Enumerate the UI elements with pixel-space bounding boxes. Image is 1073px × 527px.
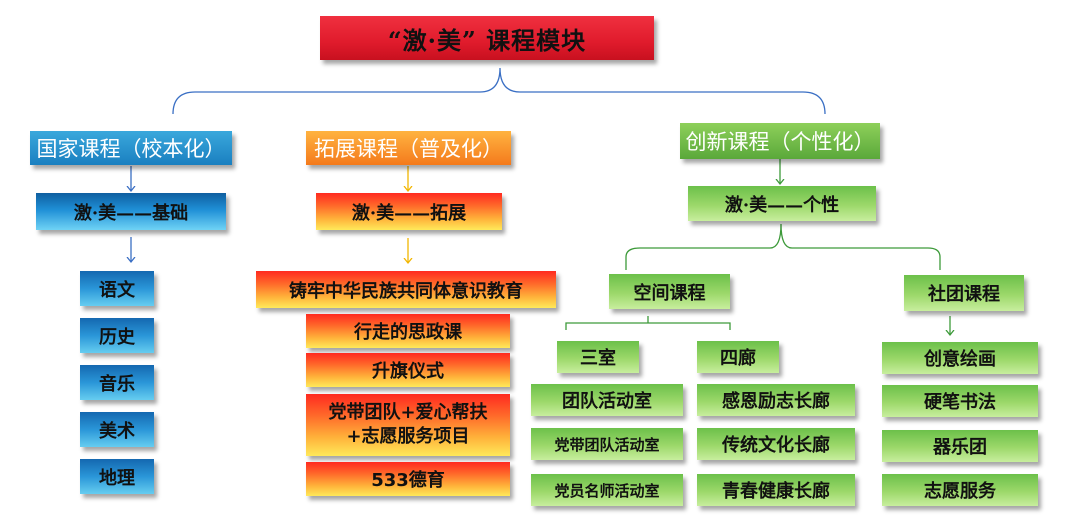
club-item: 硬笔书法 <box>882 385 1038 417</box>
national-item: 美术 <box>80 412 154 447</box>
innovation-sub-title: 激·美——个性 <box>688 186 876 221</box>
national-course-title: 国家课程（校本化） <box>30 131 232 165</box>
club-item: 器乐团 <box>882 430 1038 462</box>
club-item: 志愿服务 <box>882 474 1038 506</box>
room-item: 党员名师活动室 <box>531 474 683 506</box>
rooms-title: 三室 <box>557 341 639 373</box>
corridors-title: 四廊 <box>697 341 779 373</box>
extension-item: 党带团队+爱心帮扶+志愿服务项目 <box>306 394 510 456</box>
club-course-title: 社团课程 <box>904 275 1024 311</box>
extension-course-title: 拓展课程（普及化） <box>306 131 511 165</box>
innovation-course-title: 创新课程（个性化） <box>680 123 880 159</box>
club-item: 创意绘画 <box>882 342 1038 374</box>
corridor-item: 青春健康长廊 <box>697 474 855 506</box>
space-course-title: 空间课程 <box>609 274 730 309</box>
root-brace <box>172 67 826 115</box>
innovation-brace <box>625 223 941 270</box>
extension-item: 铸牢中华民族共同体意识教育 <box>256 271 556 308</box>
corridor-item: 感恩励志长廊 <box>697 384 855 416</box>
corridor-item: 传统文化长廊 <box>697 428 855 460</box>
national-item: 音乐 <box>80 365 154 400</box>
national-item: 地理 <box>80 459 154 494</box>
extension-item: 行走的思政课 <box>306 314 510 348</box>
space-bracket <box>565 316 731 330</box>
extension-item: 升旗仪式 <box>306 353 510 387</box>
room-item: 党带团队活动室 <box>531 428 683 460</box>
national-item: 历史 <box>80 318 154 353</box>
room-item: 团队活动室 <box>531 384 683 416</box>
extension-sub-title: 激·美——拓展 <box>316 193 502 230</box>
national-item: 语文 <box>80 271 154 306</box>
root-title: “激·美” 课程模块 <box>320 16 654 60</box>
extension-item: 533德育 <box>306 462 510 496</box>
national-sub-title: 激·美——基础 <box>36 193 226 230</box>
